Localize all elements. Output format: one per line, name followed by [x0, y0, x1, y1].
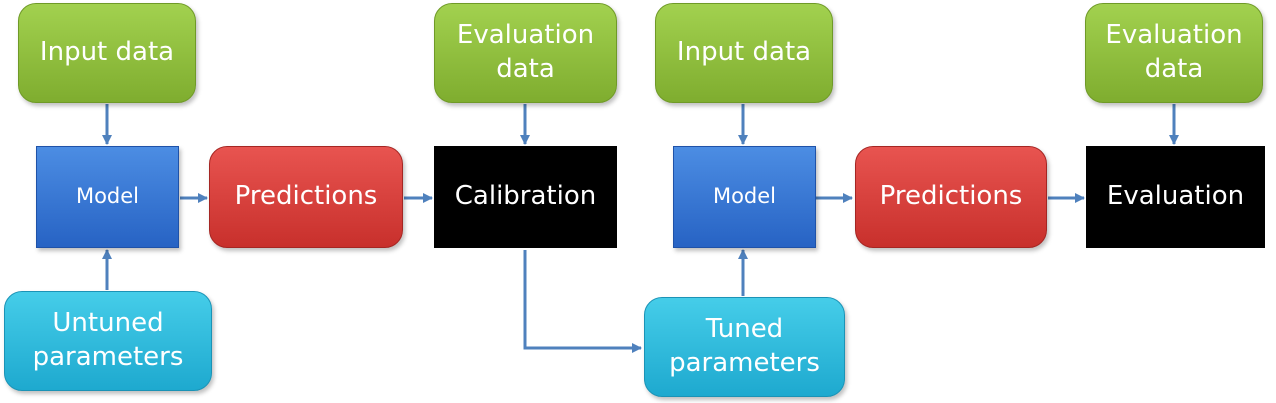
predictions-node-2: Predictions: [855, 146, 1047, 248]
untuned-parameters-label: Untuned parameters: [32, 308, 184, 372]
evaluation-data-node: Evaluation data: [434, 3, 617, 103]
model-label: Model: [75, 184, 140, 209]
model-label-2: Model: [712, 184, 777, 209]
evaluation-data-label-2: Evaluation data: [1105, 20, 1243, 84]
untuned-parameters-node: Untuned parameters: [4, 291, 212, 391]
model-node: Model: [36, 146, 179, 248]
calibration-node: Calibration: [434, 146, 617, 248]
evaluation-data-label: Evaluation data: [456, 20, 595, 84]
model-node-2: Model: [673, 146, 816, 248]
predictions-label: Predictions: [234, 181, 378, 212]
tuned-parameters-label: Tuned parameters: [669, 314, 820, 378]
evaluation-data-node-2: Evaluation data: [1085, 3, 1263, 103]
arrow-calibration-to-tuned: [523, 250, 642, 353]
input-data-label: Input data: [39, 37, 175, 68]
input-data-label-2: Input data: [676, 37, 812, 68]
evaluation-label: Evaluation: [1106, 181, 1245, 212]
predictions-label-2: Predictions: [879, 181, 1023, 212]
evaluation-node: Evaluation: [1086, 146, 1265, 248]
predictions-node: Predictions: [209, 146, 403, 248]
input-data-node: Input data: [18, 3, 196, 103]
input-data-node-2: Input data: [655, 3, 833, 103]
tuned-parameters-node: Tuned parameters: [644, 297, 845, 397]
calibration-label: Calibration: [454, 181, 597, 212]
